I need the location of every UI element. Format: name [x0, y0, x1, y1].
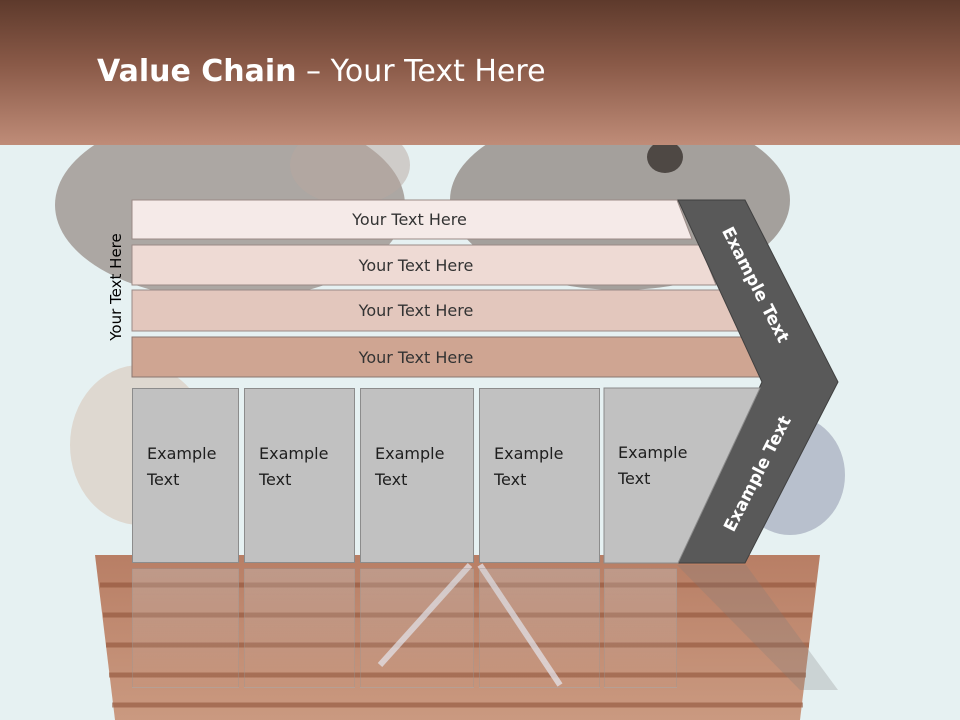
column-box-5: Example Text	[604, 388, 724, 563]
title-bold: Value Chain	[97, 54, 297, 89]
column-box-1: Example Text	[132, 388, 239, 563]
column-4-line2: Text	[494, 470, 527, 489]
layer-4-label: Your Text Here	[358, 347, 474, 367]
layer-2: Your Text Here	[132, 245, 700, 285]
column-reflection-4	[479, 568, 600, 688]
column-reflection-1	[132, 568, 239, 688]
column-4-line1: Example	[494, 444, 564, 463]
column-5-line1: Example	[618, 443, 688, 462]
column-box-5-shape	[603, 387, 761, 564]
column-3-line1: Example	[375, 444, 445, 463]
column-5-line2: Text	[618, 469, 651, 488]
column-box-3: Example Text	[360, 388, 474, 563]
layer-1-label: Your Text Here	[352, 210, 467, 229]
column-1-line2: Text	[147, 470, 180, 489]
column-2-line1: Example	[259, 444, 329, 463]
title-rest: – Your Text Here	[296, 54, 546, 89]
layer-2-label: Your Text Here	[358, 255, 474, 275]
layer-1: Your Text Here	[132, 200, 687, 239]
layer-shape-2	[131, 244, 717, 286]
title-bar	[0, 0, 960, 145]
column-reflection-5	[604, 568, 677, 688]
layer-3-label: Your Text Here	[358, 301, 474, 320]
column-1-line1: Example	[147, 444, 217, 463]
column-reflection-3	[360, 568, 474, 688]
column-box-4: Example Text	[479, 388, 600, 563]
column-reflection-2	[244, 568, 355, 688]
column-3-line2: Text	[375, 470, 408, 489]
column-box-2: Example Text	[244, 388, 355, 563]
layer-4: Your Text Here	[132, 337, 700, 377]
arrow-reflection	[677, 565, 838, 690]
chevron-arrow	[677, 199, 839, 564]
layer-shape-1	[131, 199, 693, 240]
slide-title: Value Chain – Your Text Here	[97, 54, 546, 89]
layer-3: Your Text Here	[132, 290, 700, 331]
column-2-line2: Text	[259, 470, 292, 489]
